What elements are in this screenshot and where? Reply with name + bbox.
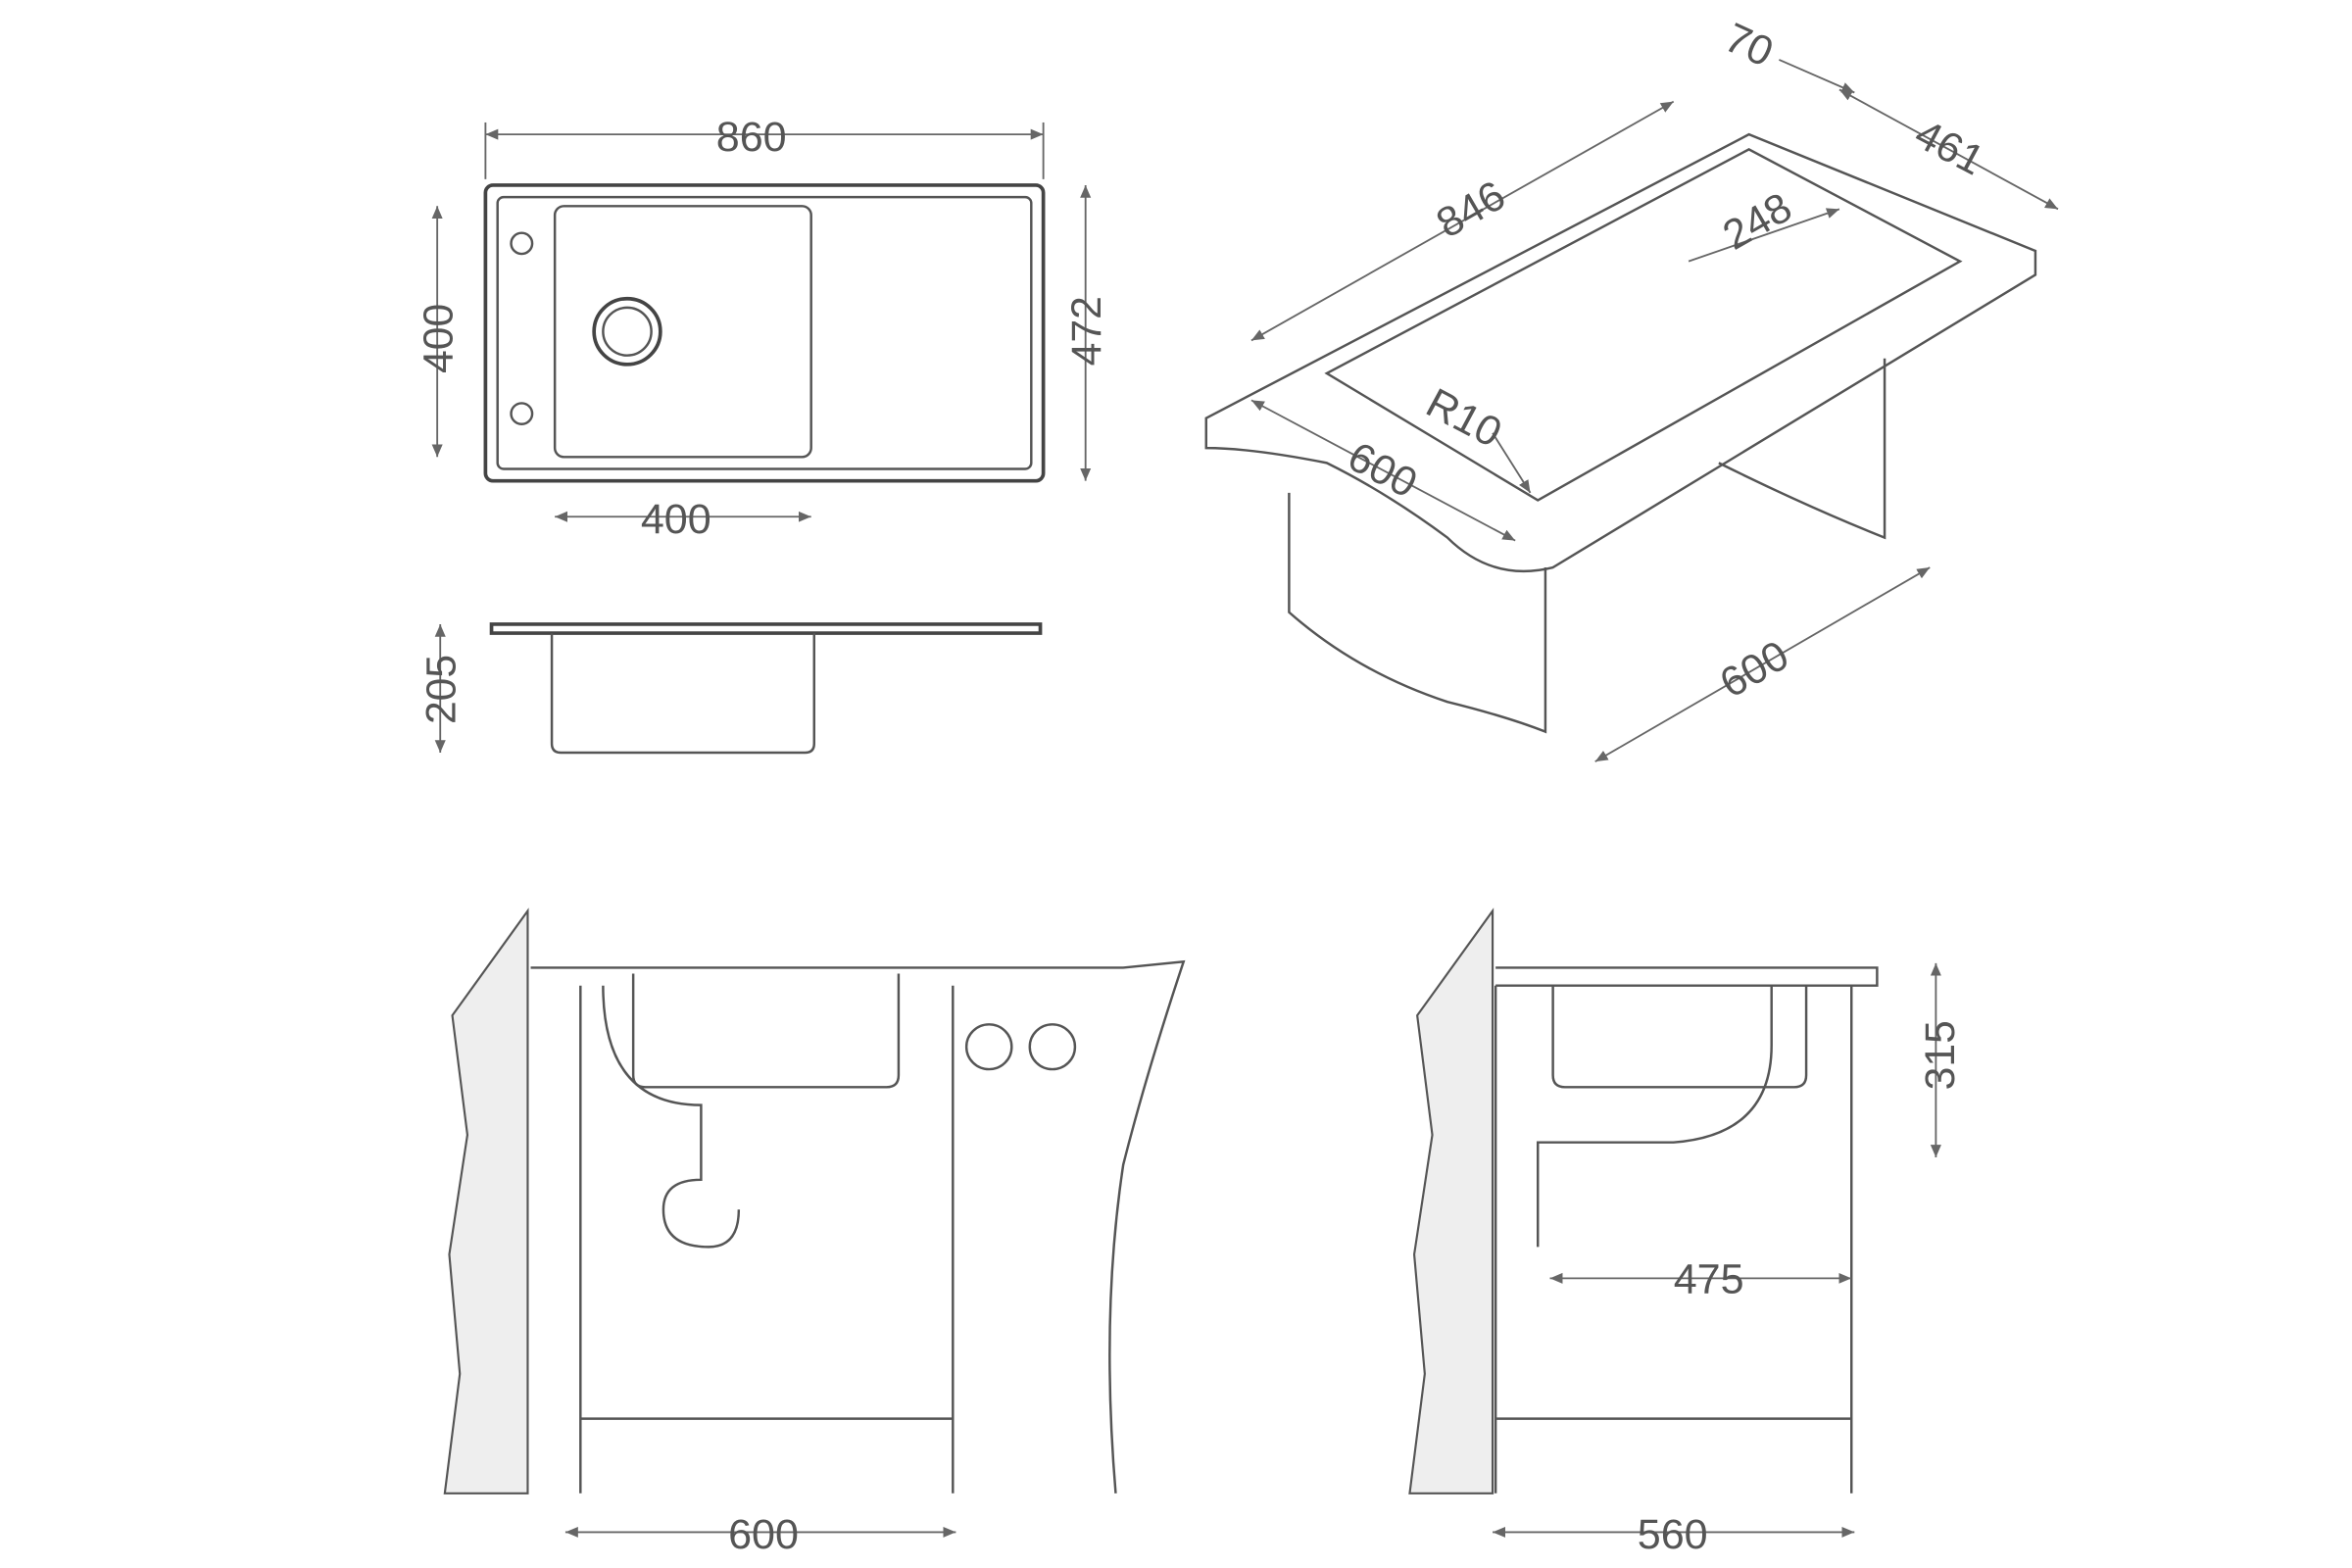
dim-600-depth: 600	[1341, 433, 1425, 508]
dim-400-height: 400	[415, 304, 462, 373]
front-install-view: 600	[443, 907, 1186, 1558]
dim-600-front: 600	[728, 1511, 799, 1558]
pipe-hole-icon	[1028, 1023, 1077, 1071]
tap-hole-icon	[510, 402, 534, 425]
drain-icon	[592, 296, 662, 367]
dim-315: 315	[1917, 1020, 1964, 1090]
dim-475: 475	[1674, 1256, 1744, 1303]
dim-70: 70	[1718, 14, 1781, 75]
dim-600-width: 600	[1712, 632, 1796, 708]
tap-hole-icon	[510, 231, 534, 256]
dim-560: 560	[1638, 1511, 1708, 1558]
perspective-view: 846 70 461 248 R10 600 600	[1204, 14, 2059, 762]
top-view: 860 400 472 400	[415, 114, 1110, 543]
dim-472: 472	[1063, 296, 1110, 366]
radius-label: R10	[1419, 379, 1509, 457]
dim-461: 461	[1907, 111, 1991, 185]
pipe-hole-icon	[964, 1023, 1013, 1071]
dim-400-width: 400	[641, 496, 711, 543]
dim-846: 846	[1429, 172, 1513, 247]
side-view: 205	[417, 622, 1043, 755]
dim-860: 860	[716, 114, 787, 161]
side-install-view: 315 475 560	[1408, 907, 1964, 1558]
dim-205: 205	[417, 655, 465, 724]
